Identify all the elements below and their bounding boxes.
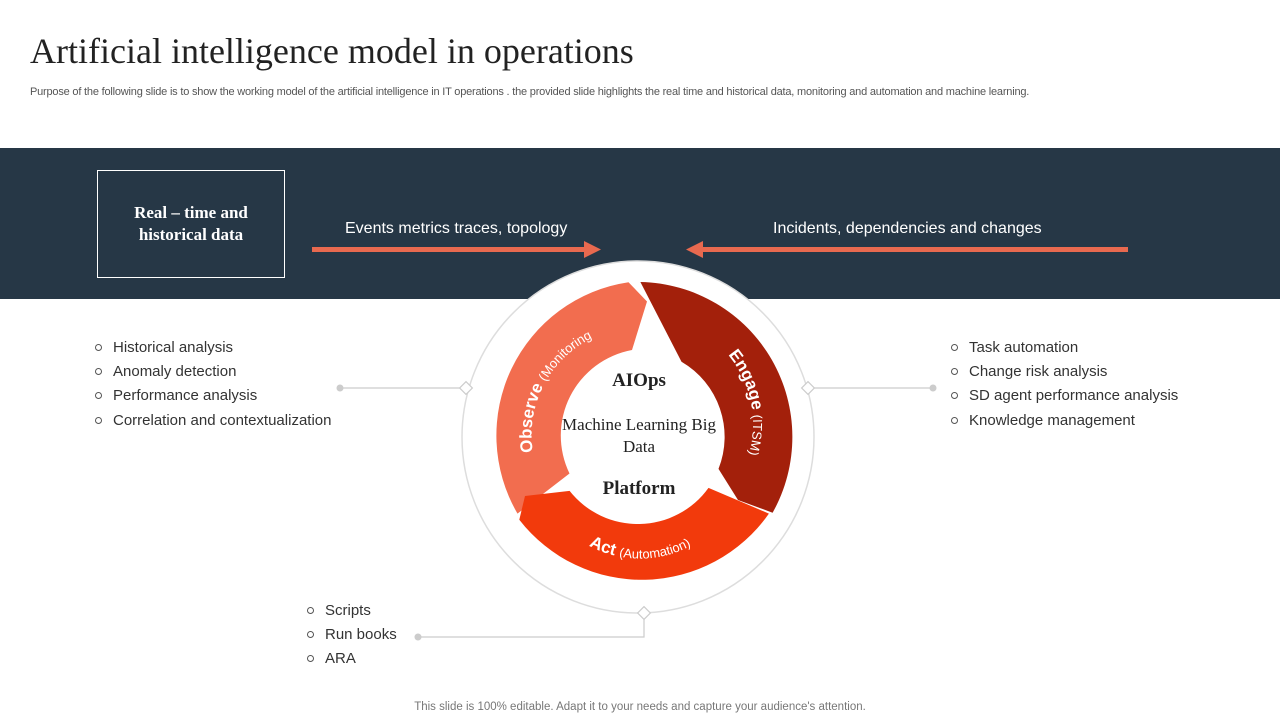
circle-bullet-icon [951,343,958,351]
connector-diamond-icons [458,380,816,621]
list-item: ARA [307,647,397,671]
list-item: Run books [307,622,397,646]
list-item: Anomaly detection [95,359,331,383]
connector-dot-icons [336,384,937,641]
list-item: Historical analysis [95,335,331,359]
slide-title: Artificial intelligence model in operati… [30,31,634,71]
list-item: Knowledge management [951,408,1178,432]
circle-bullet-icon [95,416,102,424]
center-platform-label: Platform [602,478,676,499]
list-item: Scripts [307,598,397,622]
realtime-data-box: Real – time and historical data [97,170,285,278]
circle-bullet-icon [95,367,102,375]
circle-bullet-icon [951,367,958,375]
list-item: SD agent performance analysis [951,384,1178,408]
footer-note: This slide is 100% editable. Adapt it to… [414,701,866,713]
engage-items-list: Task automation Change risk analysis SD … [951,335,1178,432]
act-segment [519,487,769,580]
list-item: Change risk analysis [951,359,1178,383]
left-pointing-arrow-icon [686,241,1128,258]
observe-items-list: Historical analysis Anomaly detection Pe… [95,335,331,432]
center-ml-bigdata-label: Machine Learning Big Data [562,415,716,456]
center-aiops-label: AIOps [612,370,666,391]
circle-bullet-icon [95,343,102,351]
circle-bullet-icon [307,655,314,663]
circle-bullet-icon [95,392,102,400]
circle-bullet-icon [951,392,958,400]
circle-bullet-icon [307,630,314,638]
incidents-arrow-label: Incidents, dependencies and changes [773,220,1042,237]
act-items-list: Scripts Run books ARA [307,598,397,671]
list-item: Performance analysis [95,384,331,408]
list-item: Task automation [951,335,1178,359]
slide-subtitle: Purpose of the following slide is to sho… [30,86,1030,98]
list-item: Correlation and contextualization [95,408,331,432]
realtime-data-label: Real – time and historical data [134,203,248,244]
observe-segment [496,282,647,514]
circle-bullet-icon [951,416,958,424]
engage-segment [640,282,793,513]
circle-bullet-icon [307,606,314,614]
connector-lines [340,387,933,638]
events-arrow-label: Events metrics traces, topology [345,220,568,237]
right-pointing-arrow-icon [312,241,601,258]
